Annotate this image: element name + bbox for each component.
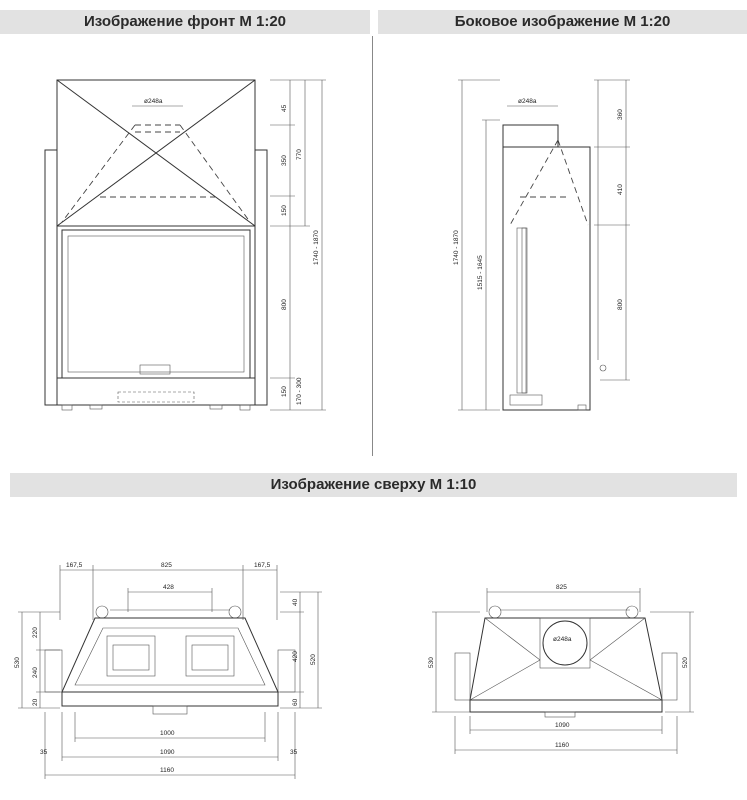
dimension-label: 170 - 300 [296, 377, 303, 405]
top-view-title: Изображение сверху М 1:10 [10, 473, 737, 497]
dimension-label: 770 [296, 149, 303, 160]
front-view-title: Изображение фронт М 1:20 [0, 10, 370, 34]
top-view-right-drawing: 825 ø248a 530 520 1090 1160 [428, 584, 694, 754]
dimension-label: 1090 [160, 749, 175, 756]
dimension-label: 410 [617, 184, 624, 195]
side-view-title: Боковое изображение М 1:20 [378, 10, 747, 34]
dimension-label: 35 [290, 749, 298, 756]
dimension-label: 60 [292, 698, 299, 706]
dimension-label: 220 [32, 627, 39, 638]
dimension-label: 530 [428, 657, 435, 668]
dimension-label: 20 [32, 698, 39, 706]
dimension-label: 1000 [160, 730, 175, 737]
side-flue-label: ø248a [518, 98, 537, 105]
dimension-label: 800 [281, 299, 288, 310]
dimension-label: 1160 [555, 742, 569, 749]
top-right-flue-label: ø248a [553, 636, 572, 643]
dimension-label: 240 [32, 667, 39, 678]
dimension-label: 800 [617, 299, 624, 310]
dimension-label: 350 [281, 155, 288, 166]
dimension-label: 150 [281, 386, 288, 397]
dimension-label: 420 [292, 651, 299, 662]
front-view-drawing: ø248a 45 350 150 800 150 770 1740 - 1870… [44, 79, 326, 411]
dimension-label: 35 [40, 749, 48, 756]
dimension-label: 520 [310, 654, 317, 665]
dimension-label: 825 [161, 562, 172, 569]
dimension-label: 1090 [555, 722, 570, 729]
dimension-label: 520 [682, 657, 689, 668]
dimension-label: 1515 - 1645 [477, 255, 484, 290]
dimension-label: 360 [617, 109, 624, 120]
top-view-left-drawing: 167,5 825 167,5 428 530 220 240 20 [14, 562, 322, 779]
dimension-label: 428 [163, 584, 174, 591]
dimension-label: 150 [281, 205, 288, 216]
dimension-label: 1160 [160, 767, 174, 774]
dimension-label: 167,5 [254, 562, 271, 569]
dimension-label: 1740 - 1870 [453, 230, 460, 265]
dimension-label: 825 [556, 584, 567, 591]
dimension-label: 1740 - 1870 [313, 230, 320, 265]
dimension-label: 167,5 [66, 562, 83, 569]
dimension-label: 45 [281, 104, 288, 112]
dimension-label: 40 [292, 598, 299, 606]
dimension-label: 530 [14, 657, 21, 668]
front-flue-label: ø248a [144, 98, 163, 105]
view-divider [372, 36, 373, 456]
side-view-drawing: ø248a 1740 - 1870 1515 - 1645 360 410 80… [453, 79, 630, 411]
